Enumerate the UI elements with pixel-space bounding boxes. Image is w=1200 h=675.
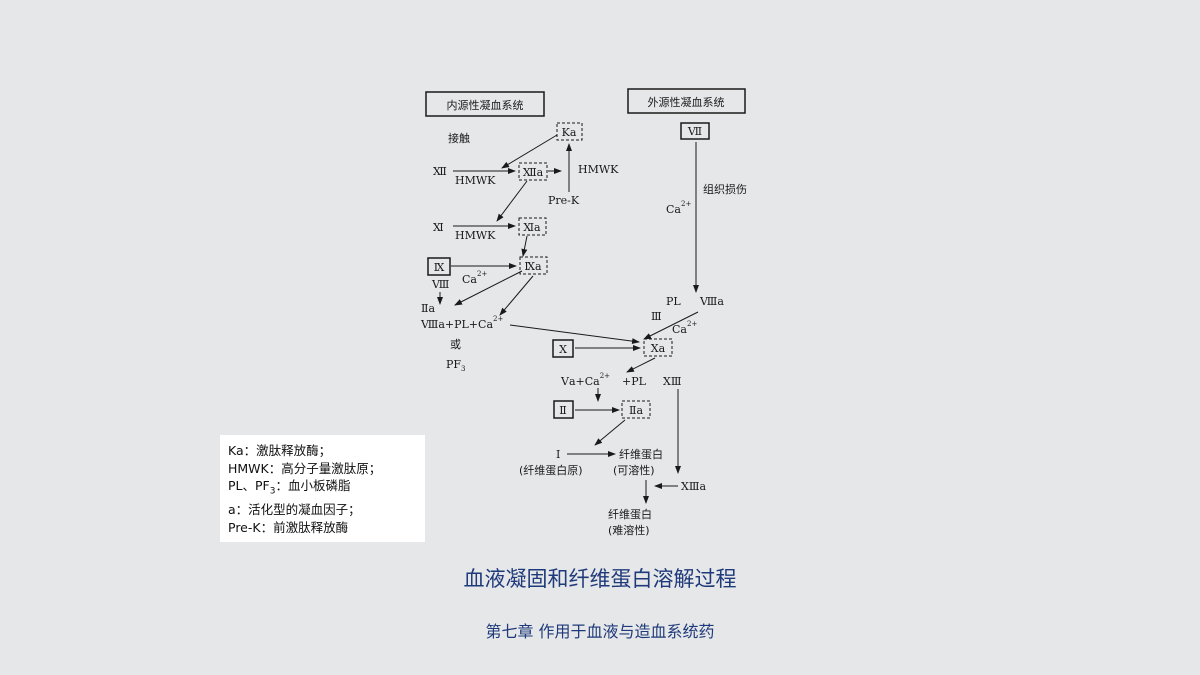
vii-label: Ⅶ [687,125,702,138]
diagram-svg: 内源性凝血系统 外源性凝血系统 接触 Ka Ⅻ HMWK Ⅻa HMWK Pre… [420,88,747,537]
iia-box [621,400,651,419]
xiii-label: ⅩⅢ [663,375,681,388]
ixa-to-complex-arrow [499,275,534,316]
ca-label-2: Ca2+ [666,200,691,216]
viii-label: Ⅷ [431,278,449,291]
coagulation-diagram: 内源性凝血系统 外源性凝血系统 接触 Ka Ⅻ HMWK Ⅻa HMWK Pre… [415,80,785,550]
xiia-box [518,162,548,181]
xii-label: Ⅻ [433,165,447,178]
legend-row-pl: PL、PF3：血小板磷脂 [228,478,351,497]
ii-box [553,400,574,419]
slide-title: 血液凝固和纤维蛋白溶解过程 [463,567,737,591]
xia-box [518,217,547,236]
legend-row-a: a：活化型的凝血因子； [228,502,361,517]
fibrin-label: 纤维蛋白 [619,447,663,461]
x-box [552,339,574,358]
hmwk-right-label: HMWK [578,163,619,176]
iia-label: Ⅱa [629,404,643,417]
xa-label: Ⅹa [651,342,666,355]
xa-box [643,338,673,357]
ka-box [556,122,583,141]
ka-label: Ka [562,126,577,139]
ca-label-3: Ca2+ [672,320,697,336]
viiia-complex-label: Ⅷa+PL+Ca2+ [420,315,503,331]
extrinsic-to-xa-arrow [643,311,699,340]
legend-box: Ka：激肽释放酶； HMWK：高分子量激肽原； PL、PF3：血小板磷脂 a：活… [220,435,425,542]
iii-label: Ⅲ [651,310,662,323]
plus-pl-label: +PL [622,375,647,388]
fibrin2-label: 纤维蛋白 [608,507,652,521]
extrinsic-title: 外源性凝血系统 [648,95,725,109]
i-label: Ⅰ [556,448,560,461]
ix-label: Ⅸ [434,261,445,274]
contact-label: 接触 [448,131,470,145]
va-ca-label: Ⅴa+Ca2+ [560,372,610,388]
or-label: 或 [450,338,461,351]
vii-box [680,122,710,140]
iia-to-i-arrow [594,419,626,446]
ix-box [427,257,451,276]
ixa-to-iia-arrow [454,270,523,306]
legend-row-prek: Pre-K：前激肽释放酶 [228,519,349,535]
xia-to-ix-arrow [521,235,528,257]
xiiia-label: ⅩⅢa [681,480,706,493]
xiia-label: Ⅻa [523,166,544,179]
ca-label-1: Ca2+ [462,270,487,286]
soluble-label: (可溶性) [613,463,655,477]
xiia-to-xi-arrow [496,180,528,222]
slide-subtitle: 第七章 作用于血液与造血系统药 [485,622,715,641]
tissue-injury-label: 组织损伤 [703,182,747,196]
iia-small-label: Ⅱa [421,302,435,315]
ka-to-xii-arrow [501,134,558,169]
fibrinogen-label: (纤维蛋白原) [519,463,583,477]
xia-label: Ⅺa [523,221,541,234]
xa-to-va-arrow [626,357,656,373]
hmwk-label-2: HMWK [455,229,496,242]
pl-label: PL [666,295,681,308]
viiia-label: Ⅷa [699,295,724,308]
intrinsic-title: 内源性凝血系统 [447,98,524,112]
x-label: Ⅹ [559,343,567,356]
ixa-box [519,256,548,275]
legend-row-ka: Ka：激肽释放酶； [228,443,332,458]
complex-to-xa-arrow [509,324,640,345]
intrinsic-title-box [425,91,545,117]
legend-row-hmwk: HMWK：高分子量激肽原； [228,460,382,476]
pf3-label: PF3 [446,358,466,373]
prek-label: Pre-K [548,194,580,207]
hmwk-label-1: HMWK [455,174,496,187]
extrinsic-title-box [627,88,746,114]
ii-label: Ⅱ [559,404,566,417]
ixa-label: Ⅸa [524,260,542,273]
xi-label: Ⅺ [433,221,444,234]
insoluble-label: (难溶性) [608,523,650,537]
